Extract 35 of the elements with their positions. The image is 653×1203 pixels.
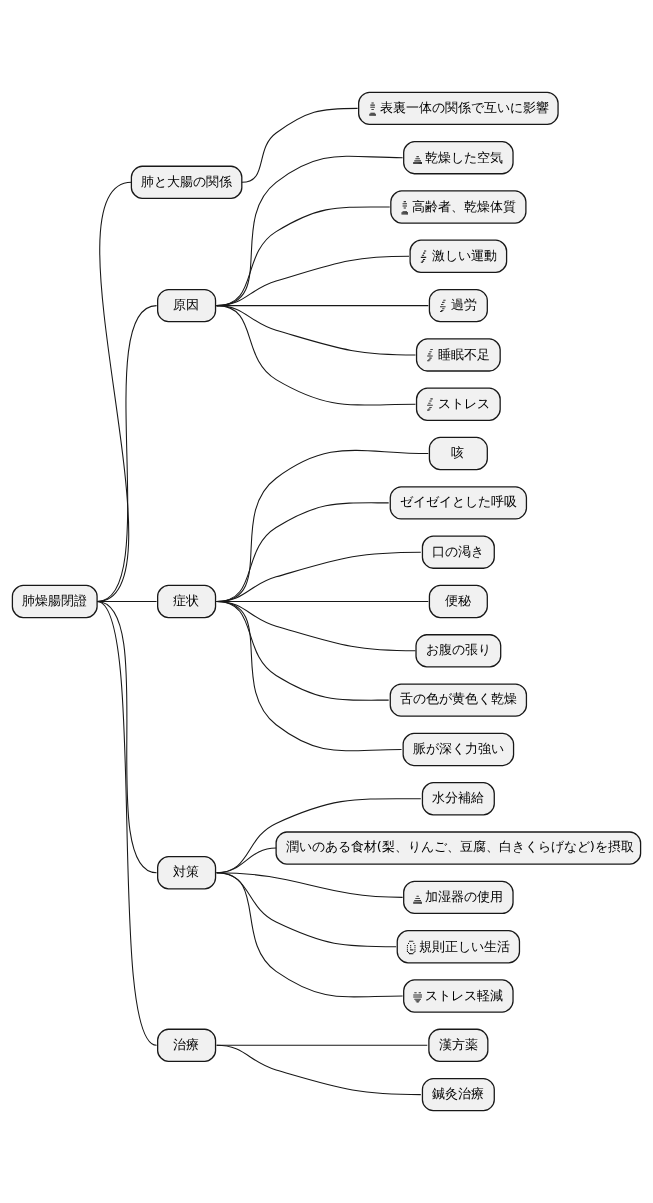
connector xyxy=(216,872,404,998)
node-box: ストレス xyxy=(415,387,501,421)
node-box: 加湿器の使用 xyxy=(403,880,514,915)
node-box: 睡眠不足 xyxy=(415,338,501,372)
node-box: 水分補給 xyxy=(421,782,495,816)
node-box: 高齢者、乾燥体質 xyxy=(390,190,527,224)
node-box: 脈が深く力強い xyxy=(402,732,515,767)
node-box: 治療 xyxy=(157,1028,217,1063)
node-box: 肺と大腸の関係 xyxy=(130,165,243,200)
node-box: 咳 xyxy=(428,436,488,471)
node-box: 肺燥腸閉證 xyxy=(11,584,98,619)
connector xyxy=(216,600,403,752)
node-box: 激しい運動 xyxy=(409,239,508,274)
node-box: 対策 xyxy=(157,856,217,890)
node-box: 潤いのある食材(梨、りんご、豆腐、白きくらげなど)を摂取 xyxy=(275,831,642,865)
node-box: お腹の張り xyxy=(415,634,502,668)
node-box: 乾燥した空気 xyxy=(403,140,514,175)
node-box: 舌の色が黄色く乾燥 xyxy=(389,683,528,717)
connector xyxy=(96,181,132,603)
connector xyxy=(216,305,416,406)
node-box: 原因 xyxy=(157,288,217,323)
node-box: 症状 xyxy=(157,584,217,619)
connector xyxy=(216,872,397,948)
connector xyxy=(241,107,359,183)
node-box: 過労 xyxy=(428,288,488,323)
node-box: 表裏一体の関係で互いに影響 xyxy=(358,91,559,126)
node-box: 規則正しい生活 xyxy=(396,929,521,964)
node-box: ゼイゼイとした呼吸 xyxy=(389,486,528,520)
node-box: ストレス軽減 xyxy=(403,979,514,1013)
connector xyxy=(216,1044,422,1096)
node-box: 口の渇き xyxy=(421,535,495,569)
connector xyxy=(96,600,158,1046)
node-box: 漢方薬 xyxy=(428,1028,489,1063)
node-box: 便秘 xyxy=(428,584,488,619)
node-box: 鍼灸治療 xyxy=(421,1077,495,1112)
